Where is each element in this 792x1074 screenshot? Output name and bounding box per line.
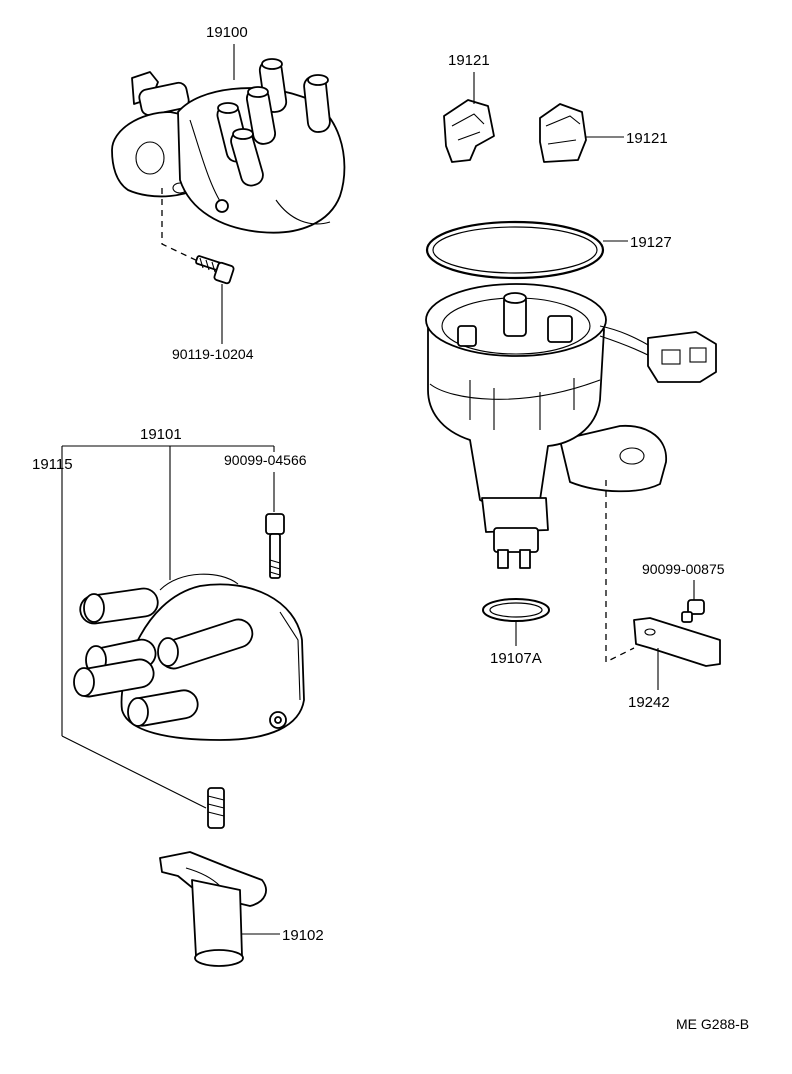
clamp-bracket-icon [633, 617, 721, 667]
spring-carbon-icon [207, 787, 225, 829]
o-ring-icon [482, 598, 550, 622]
distributor-housing-icon [425, 283, 717, 569]
o-ring-icon [425, 220, 605, 280]
label-distributor-assy: 19100 [206, 24, 248, 41]
label-o-ring-small: 19107A [490, 650, 542, 667]
clip-icon [539, 103, 587, 163]
label-igniter-clip-b: 19121 [626, 130, 668, 147]
label-rotor: 19102 [282, 927, 324, 944]
label-o-ring-large: 19127 [630, 234, 672, 251]
label-cap-screw: 90099-04566 [224, 452, 307, 468]
label-bolt-main: 90119-10204 [172, 346, 254, 362]
bolt-icon [195, 255, 235, 285]
distributor-assembly-icon [111, 58, 346, 234]
distributor-cap-icon [73, 573, 305, 741]
label-clamp: 19242 [628, 694, 670, 711]
rotor-icon [159, 851, 267, 967]
screw-icon [265, 513, 285, 579]
label-clamp-bolt: 90099-00875 [642, 561, 725, 577]
bolt-icon [681, 599, 705, 623]
clip-icon [443, 99, 495, 163]
reference-code: ME G288-B [676, 1016, 749, 1032]
label-carbon-set: 19115 [32, 456, 73, 473]
label-igniter-clip-a: 19121 [448, 52, 490, 69]
label-cap-assy: 19101 [140, 426, 182, 443]
